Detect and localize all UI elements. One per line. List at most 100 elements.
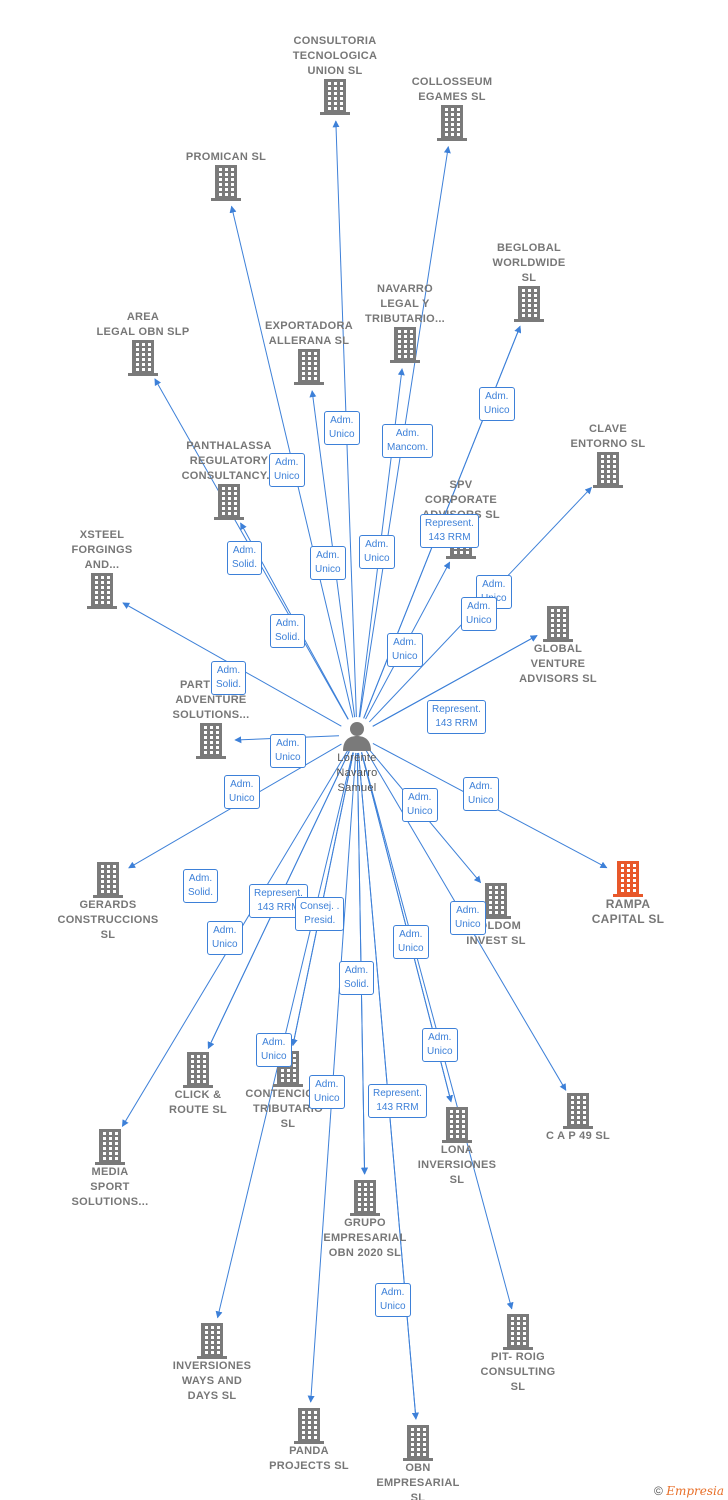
relation-label[interactable]: Represent. 143 RRM xyxy=(368,1084,427,1118)
relation-label[interactable]: Adm. Unico xyxy=(310,546,346,580)
company-name: MEDIA SPORT SOLUTIONS... xyxy=(71,1166,149,1208)
company-node-rampa[interactable]: RAMPA CAPITAL SL xyxy=(558,861,698,927)
relation-label[interactable]: Represent. 143 RRM xyxy=(420,514,479,548)
company-node-inversiones[interactable]: INVERSIONES WAYS AND DAYS SL xyxy=(142,1323,282,1404)
building-icon xyxy=(197,1323,227,1359)
relation-label[interactable]: Consej. . Presid. xyxy=(295,897,345,931)
relation-label[interactable]: Adm. Solid. xyxy=(339,961,375,995)
relation-label[interactable]: Adm. Solid. xyxy=(183,869,219,903)
building-icon xyxy=(437,105,467,141)
relation-label[interactable]: Adm. Unico xyxy=(461,597,497,631)
relation-label[interactable]: Adm. Unico xyxy=(359,535,395,569)
relation-label[interactable]: Adm. Unico xyxy=(463,777,499,811)
company-node-media[interactable]: MEDIA SPORT SOLUTIONS... xyxy=(40,1129,180,1210)
building-icon xyxy=(442,1107,472,1143)
relation-label[interactable]: Adm. Unico xyxy=(270,734,306,768)
company-node-collosseum[interactable]: COLLOSSEUM EGAMES SL xyxy=(382,75,522,141)
copyright-icon: © xyxy=(654,1484,663,1498)
building-icon xyxy=(481,883,511,919)
building-icon xyxy=(95,1129,125,1165)
relation-label[interactable]: Adm. Mancom. xyxy=(382,424,434,458)
person-name: Lorente Navarro Samuel xyxy=(336,752,378,794)
building-icon xyxy=(320,79,350,115)
company-name: CLAVE ENTORNO SL xyxy=(570,423,646,450)
building-icon xyxy=(294,1408,324,1444)
company-node-navarro[interactable]: NAVARRO LEGAL Y TRIBUTARIO... xyxy=(335,282,475,363)
company-node-lona[interactable]: LONA INVERSIONES SL xyxy=(387,1107,527,1188)
company-node-panthalassa[interactable]: PANTHALASSA REGULATORY CONSULTANCY... xyxy=(159,439,299,520)
company-node-area[interactable]: AREA LEGAL OBN SLP xyxy=(73,310,213,376)
relation-label[interactable]: Adm. Unico xyxy=(450,901,486,935)
company-name: CONSULTORIA TECNOLOGICA UNION SL xyxy=(292,35,378,77)
relation-label[interactable]: Adm. Unico xyxy=(393,925,429,959)
company-name: BEGLOBAL WORLDWIDE SL xyxy=(492,242,566,284)
company-name: NAVARRO LEGAL Y TRIBUTARIO... xyxy=(364,283,446,325)
company-name: INVERSIONES WAYS AND DAYS SL xyxy=(172,1360,252,1402)
company-node-consultoria[interactable]: CONSULTORIA TECNOLOGICA UNION SL xyxy=(265,34,405,115)
company-node-gerards[interactable]: GERARDS CONSTRUCCIONS SL xyxy=(38,862,178,943)
company-node-grupo[interactable]: GRUPO EMPRESARIAL OBN 2020 SL xyxy=(295,1180,435,1261)
relation-label[interactable]: Adm. Unico xyxy=(387,633,423,667)
relation-label[interactable]: Represent. 143 RRM xyxy=(427,700,486,734)
edge-global xyxy=(372,635,538,727)
building-icon xyxy=(294,349,324,385)
building-icon xyxy=(514,286,544,322)
relation-label[interactable]: Adm. Unico xyxy=(256,1033,292,1067)
company-name: PIT- ROIG CONSULTING SL xyxy=(480,1351,556,1393)
footer-brand: © Empresia xyxy=(654,1484,724,1498)
company-name: OBN EMPRESARIAL SL xyxy=(376,1462,460,1500)
company-node-exportadora[interactable]: EXPORTADORA ALLERANA SL xyxy=(239,319,379,385)
company-name: EXPORTADORA ALLERANA SL xyxy=(264,320,354,347)
company-name: GLOBAL VENTURE ADVISORS SL xyxy=(519,643,597,685)
company-name: GERARDS CONSTRUCCIONS SL xyxy=(57,899,159,941)
company-name: PANDA PROJECTS SL xyxy=(269,1445,349,1472)
relation-label[interactable]: Adm. Unico xyxy=(375,1283,411,1317)
relation-label[interactable]: Adm. Solid. xyxy=(270,614,306,648)
building-icon xyxy=(503,1314,533,1350)
building-icon xyxy=(613,861,643,897)
company-node-partners[interactable]: PARTNERS ADVENTURE SOLUTIONS... xyxy=(141,678,281,759)
company-name: SOLDOM INVEST SL xyxy=(466,920,526,947)
company-node-obn[interactable]: OBN EMPRESARIAL SL xyxy=(348,1425,488,1500)
company-node-pitroig[interactable]: PIT- ROIG CONSULTING SL xyxy=(448,1314,588,1395)
relation-label[interactable]: Adm. Unico xyxy=(224,775,260,809)
company-name: AREA LEGAL OBN SLP xyxy=(96,311,190,338)
building-icon xyxy=(211,165,241,201)
company-name: XSTEEL FORGINGS AND... xyxy=(71,529,133,571)
building-icon xyxy=(593,452,623,488)
company-name: LONA INVERSIONES SL xyxy=(417,1144,497,1186)
company-name: RAMPA CAPITAL SL xyxy=(591,897,665,926)
building-icon xyxy=(390,327,420,363)
relation-label[interactable]: Adm. Unico xyxy=(479,387,515,421)
building-icon xyxy=(87,573,117,609)
company-node-clave[interactable]: CLAVE ENTORNO SL xyxy=(538,422,678,488)
relation-label[interactable]: Adm. Unico xyxy=(207,921,243,955)
relation-label[interactable]: Adm. Solid. xyxy=(211,661,247,695)
company-name: C A P 49 SL xyxy=(545,1130,611,1142)
person-node[interactable]: Lorente Navarro Samuel xyxy=(287,719,427,796)
company-node-panda[interactable]: PANDA PROJECTS SL xyxy=(239,1408,379,1474)
company-node-promican[interactable]: PROMICAN SL xyxy=(156,150,296,201)
company-node-soldom[interactable]: SOLDOM INVEST SL xyxy=(426,883,566,949)
building-icon xyxy=(93,862,123,898)
building-icon xyxy=(196,723,226,759)
company-node-global[interactable]: GLOBAL VENTURE ADVISORS SL xyxy=(488,606,628,687)
company-node-cap49[interactable]: C A P 49 SL xyxy=(508,1093,648,1144)
relation-label[interactable]: Adm. Unico xyxy=(324,411,360,445)
building-icon xyxy=(403,1425,433,1461)
building-icon xyxy=(128,340,158,376)
relation-label[interactable]: Adm. Unico xyxy=(269,453,305,487)
company-name: PANTHALASSA REGULATORY CONSULTANCY... xyxy=(181,440,277,482)
relation-label[interactable]: Adm. Unico xyxy=(422,1028,458,1062)
brand-logo[interactable]: Empresia xyxy=(666,1484,724,1498)
building-icon xyxy=(350,1180,380,1216)
company-node-xsteel[interactable]: XSTEEL FORGINGS AND... xyxy=(32,528,172,609)
relation-label[interactable]: Adm. Unico xyxy=(402,788,438,822)
company-name: PROMICAN SL xyxy=(185,151,267,163)
company-node-click[interactable]: CLICK & ROUTE SL xyxy=(128,1052,268,1118)
company-node-beglobal[interactable]: BEGLOBAL WORLDWIDE SL xyxy=(459,241,599,322)
building-icon xyxy=(214,484,244,520)
relation-label[interactable]: Adm. Unico xyxy=(309,1075,345,1109)
relation-label[interactable]: Adm. Solid. xyxy=(227,541,263,575)
